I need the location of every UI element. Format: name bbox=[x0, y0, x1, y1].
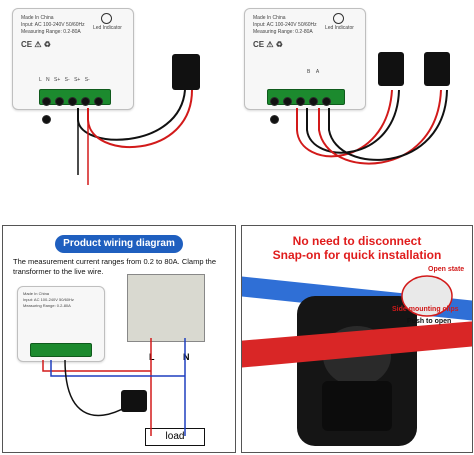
wiring-diagram-panel: Product wiring diagram The measurement c… bbox=[2, 225, 236, 453]
term-label-s1p: S+ bbox=[54, 77, 61, 83]
made-in-label-3: Made In China bbox=[23, 291, 50, 296]
snap-on-panel: No need to disconnect Snap-on for quick … bbox=[241, 225, 473, 453]
terminal-block-2 bbox=[267, 89, 345, 124]
current-clamp-2b bbox=[424, 52, 450, 86]
load-box: load bbox=[145, 428, 205, 446]
snap-on-title-2: Snap-on for quick installation bbox=[272, 248, 442, 262]
wires-top-left bbox=[77, 89, 193, 185]
term-label-s1m: S- bbox=[64, 77, 70, 83]
load-label: load bbox=[165, 431, 185, 442]
push-to-open-label: Push to open bbox=[407, 318, 452, 325]
breaker-panel bbox=[127, 274, 205, 342]
terminal-block-3 bbox=[30, 343, 92, 357]
open-state-label: Open state bbox=[428, 266, 465, 273]
input-label: Input: AC 100-240V 50/60Hz bbox=[21, 22, 85, 28]
meter-device-2: Made In China Input: AC 100-240V 50/60Hz… bbox=[244, 8, 366, 124]
snap-on-title-1: No need to disconnect bbox=[292, 234, 422, 248]
wiring-diagram-title: Product wiring diagram bbox=[55, 235, 183, 253]
led-label: Led Indicator bbox=[93, 25, 122, 31]
wires-top-right bbox=[296, 89, 448, 165]
input-label-3: Input: AC 100-240V 50/60Hz bbox=[23, 297, 74, 302]
input-label-2: Input: AC 100-240V 50/60Hz bbox=[253, 22, 317, 28]
side-clips-label: Side mounting clips bbox=[392, 306, 459, 313]
terminal-block bbox=[39, 89, 111, 124]
cert-marks-2: CE ⚠ ♻ bbox=[253, 40, 283, 49]
led-indicator-icon bbox=[101, 13, 112, 24]
range-label-3: Measuring Range: 0.2-80A bbox=[23, 303, 71, 308]
snap-on-illustration bbox=[242, 275, 472, 446]
range-label: Measuring Range: 0.2-80A bbox=[21, 29, 81, 35]
neutral-label: N bbox=[183, 352, 190, 362]
range-label-2: Measuring Range: 0.2-80A bbox=[253, 29, 313, 35]
terminal-labels: L N S+ S- S+ S- bbox=[39, 77, 90, 83]
marker-b: B bbox=[307, 69, 311, 75]
meter-device-3: Made In China Input: AC 100-240V 50/60Hz… bbox=[17, 286, 105, 362]
current-clamp-1 bbox=[172, 54, 200, 90]
wires-bottom-left bbox=[42, 338, 186, 436]
term-label-N: N bbox=[46, 77, 50, 83]
ba-markers: B A bbox=[307, 69, 319, 75]
current-clamp-2a bbox=[378, 52, 404, 86]
term-label-L: L bbox=[39, 77, 42, 83]
made-in-label-2: Made In China bbox=[253, 15, 286, 21]
term-label-s2p: S+ bbox=[74, 77, 81, 83]
marker-a: A bbox=[315, 69, 320, 75]
led-indicator-icon-2 bbox=[333, 13, 344, 24]
meter-device-1: Made In China Input: AC 100-240V 50/60Hz… bbox=[12, 8, 134, 124]
wiring-diagram-desc: The measurement current ranges from 0.2 … bbox=[13, 257, 217, 276]
cert-marks: CE ⚠ ♻ bbox=[21, 40, 51, 49]
term-label-s2m: S- bbox=[84, 77, 90, 83]
made-in-label: Made In China bbox=[21, 15, 54, 21]
led-label-2: Led Indicator bbox=[325, 25, 354, 31]
